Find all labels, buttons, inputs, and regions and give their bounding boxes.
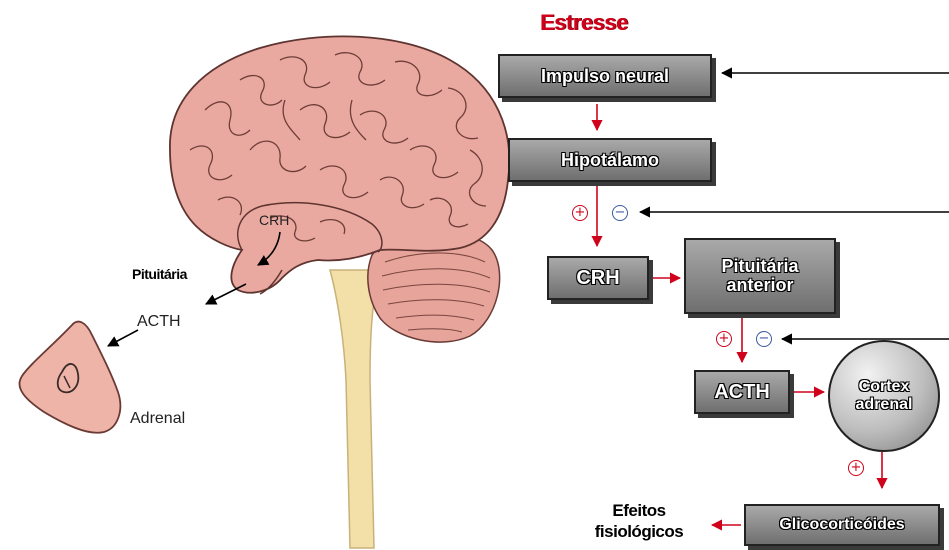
adrenal-gland (19, 322, 120, 433)
acth-anatomy-arrow (206, 284, 246, 304)
impulso-neural-box: Impulso neural (498, 54, 712, 98)
cortex-adrenal-circle: Cortex adrenal (828, 340, 940, 452)
pituitaria-anterior-box: Pituitária anterior (684, 238, 836, 314)
plus-sign-2: + (716, 331, 732, 347)
brainstem (330, 270, 380, 548)
plus-sign-1: + (572, 205, 588, 221)
pituitaria-label: Pituitária (132, 266, 187, 282)
hipotalamo-box: Hipotálamo (508, 138, 712, 182)
acth-box: ACTH (694, 370, 790, 414)
minus-sign-1: − (612, 205, 628, 221)
anatomy-acth-label: ACTH (137, 313, 181, 331)
diagram-title: Estresse (540, 10, 628, 36)
adrenal-label: Adrenal (130, 410, 185, 428)
plus-sign-3: + (848, 460, 864, 476)
crh-box: CRH (547, 256, 649, 300)
anatomy-crh-label: CRH (259, 212, 289, 228)
minus-sign-2: − (756, 331, 772, 347)
efeitos-fisiologicos-label: Efeitos fisiológicos (576, 500, 702, 543)
acth-to-adrenal-arrow (108, 330, 138, 346)
glicocorticoides-box: Glicocorticóides (744, 504, 940, 546)
